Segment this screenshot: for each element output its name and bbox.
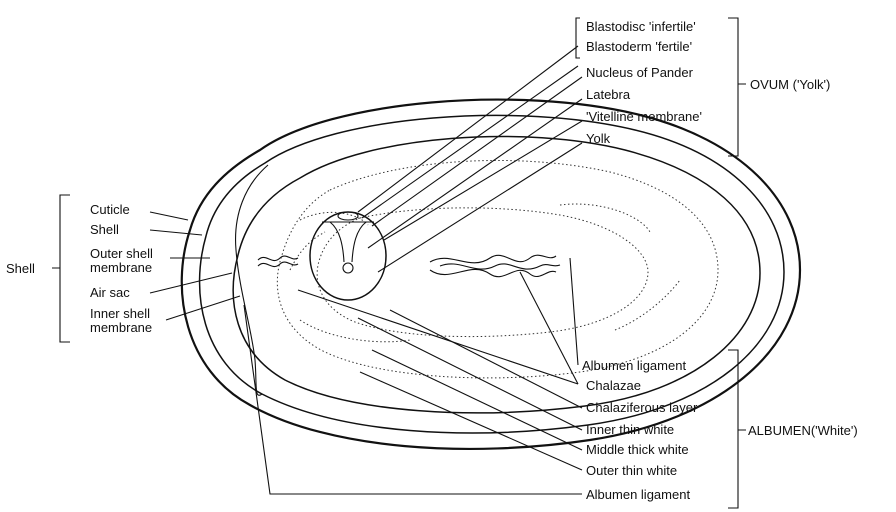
label-blastoderm: Blastoderm 'fertile' (586, 39, 692, 54)
chalaza-right-2 (430, 269, 556, 276)
chalazae-group (258, 255, 560, 277)
pointer-albumen-ligament-top (570, 258, 578, 365)
shell-group-label: Shell (6, 261, 35, 276)
albumen-group-label: ALBUMEN('White') (748, 423, 858, 438)
pointer-air-sac (150, 273, 232, 293)
label-albumen-ligament-top: Albumen ligament (582, 358, 686, 373)
label-air-sac: Air sac (90, 285, 130, 300)
label-cuticle: Cuticle (90, 202, 130, 217)
albumen-bracket (728, 350, 746, 508)
shell-bracket (52, 195, 70, 342)
pointer-blastoderm (362, 66, 578, 218)
label-shell: Shell (90, 222, 119, 237)
ovum-bracket (728, 18, 746, 156)
ovum-group-label: OVUM ('Yolk') (750, 77, 830, 92)
chalaza-right-1 (430, 255, 556, 263)
pointer-chalazae-b (298, 290, 578, 384)
inner-thin-white-layer (317, 208, 648, 337)
label-inner-shell-membrane-2: membrane (90, 320, 152, 335)
pointer-yolk (378, 143, 582, 272)
label-nucleus-of-pander: Nucleus of Pander (586, 65, 694, 80)
pointer-outer-thin-white (360, 372, 582, 470)
chalaza-right-3 (440, 264, 560, 269)
label-yolk: Yolk (586, 131, 611, 146)
label-inner-thin-white: Inner thin white (586, 422, 674, 437)
pointer-middle-thick-white (372, 350, 582, 450)
label-outer-thin-white: Outer thin white (586, 463, 677, 478)
label-vitelline-membrane: 'Vitelline membrane' (586, 109, 702, 124)
latebra-neck (322, 222, 374, 262)
nucleus-of-pander (343, 263, 353, 273)
ovum-labels: Blastodisc 'infertile' Blastoderm 'ferti… (358, 18, 830, 272)
label-blastodisc: Blastodisc 'infertile' (586, 19, 696, 34)
pointer-shell (150, 230, 202, 235)
pointer-blastodisc (358, 46, 578, 212)
blasto-bracket (576, 18, 580, 58)
label-outer-shell-membrane-1: Outer shell (90, 246, 153, 261)
label-latebra: Latebra (586, 87, 631, 102)
label-inner-shell-membrane-1: Inner shell (90, 306, 150, 321)
label-albumen-ligament-bottom: Albumen ligament (586, 487, 690, 502)
pointer-cuticle (150, 212, 188, 220)
pointer-vitelline (384, 121, 582, 240)
albumen-labels: Albumen ligament Chalazae Chalaziferous … (244, 258, 858, 508)
label-outer-shell-membrane-2: membrane (90, 260, 152, 275)
label-middle-thick-white: Middle thick white (586, 442, 689, 457)
chalaza-left (258, 256, 298, 267)
label-chalazae: Chalazae (586, 378, 641, 393)
yolk-ball (310, 212, 386, 300)
yolk-group (310, 212, 386, 300)
pointer-chalaziferous (390, 310, 582, 408)
label-chalaziferous-layer: Chalaziferous layer (586, 400, 698, 415)
